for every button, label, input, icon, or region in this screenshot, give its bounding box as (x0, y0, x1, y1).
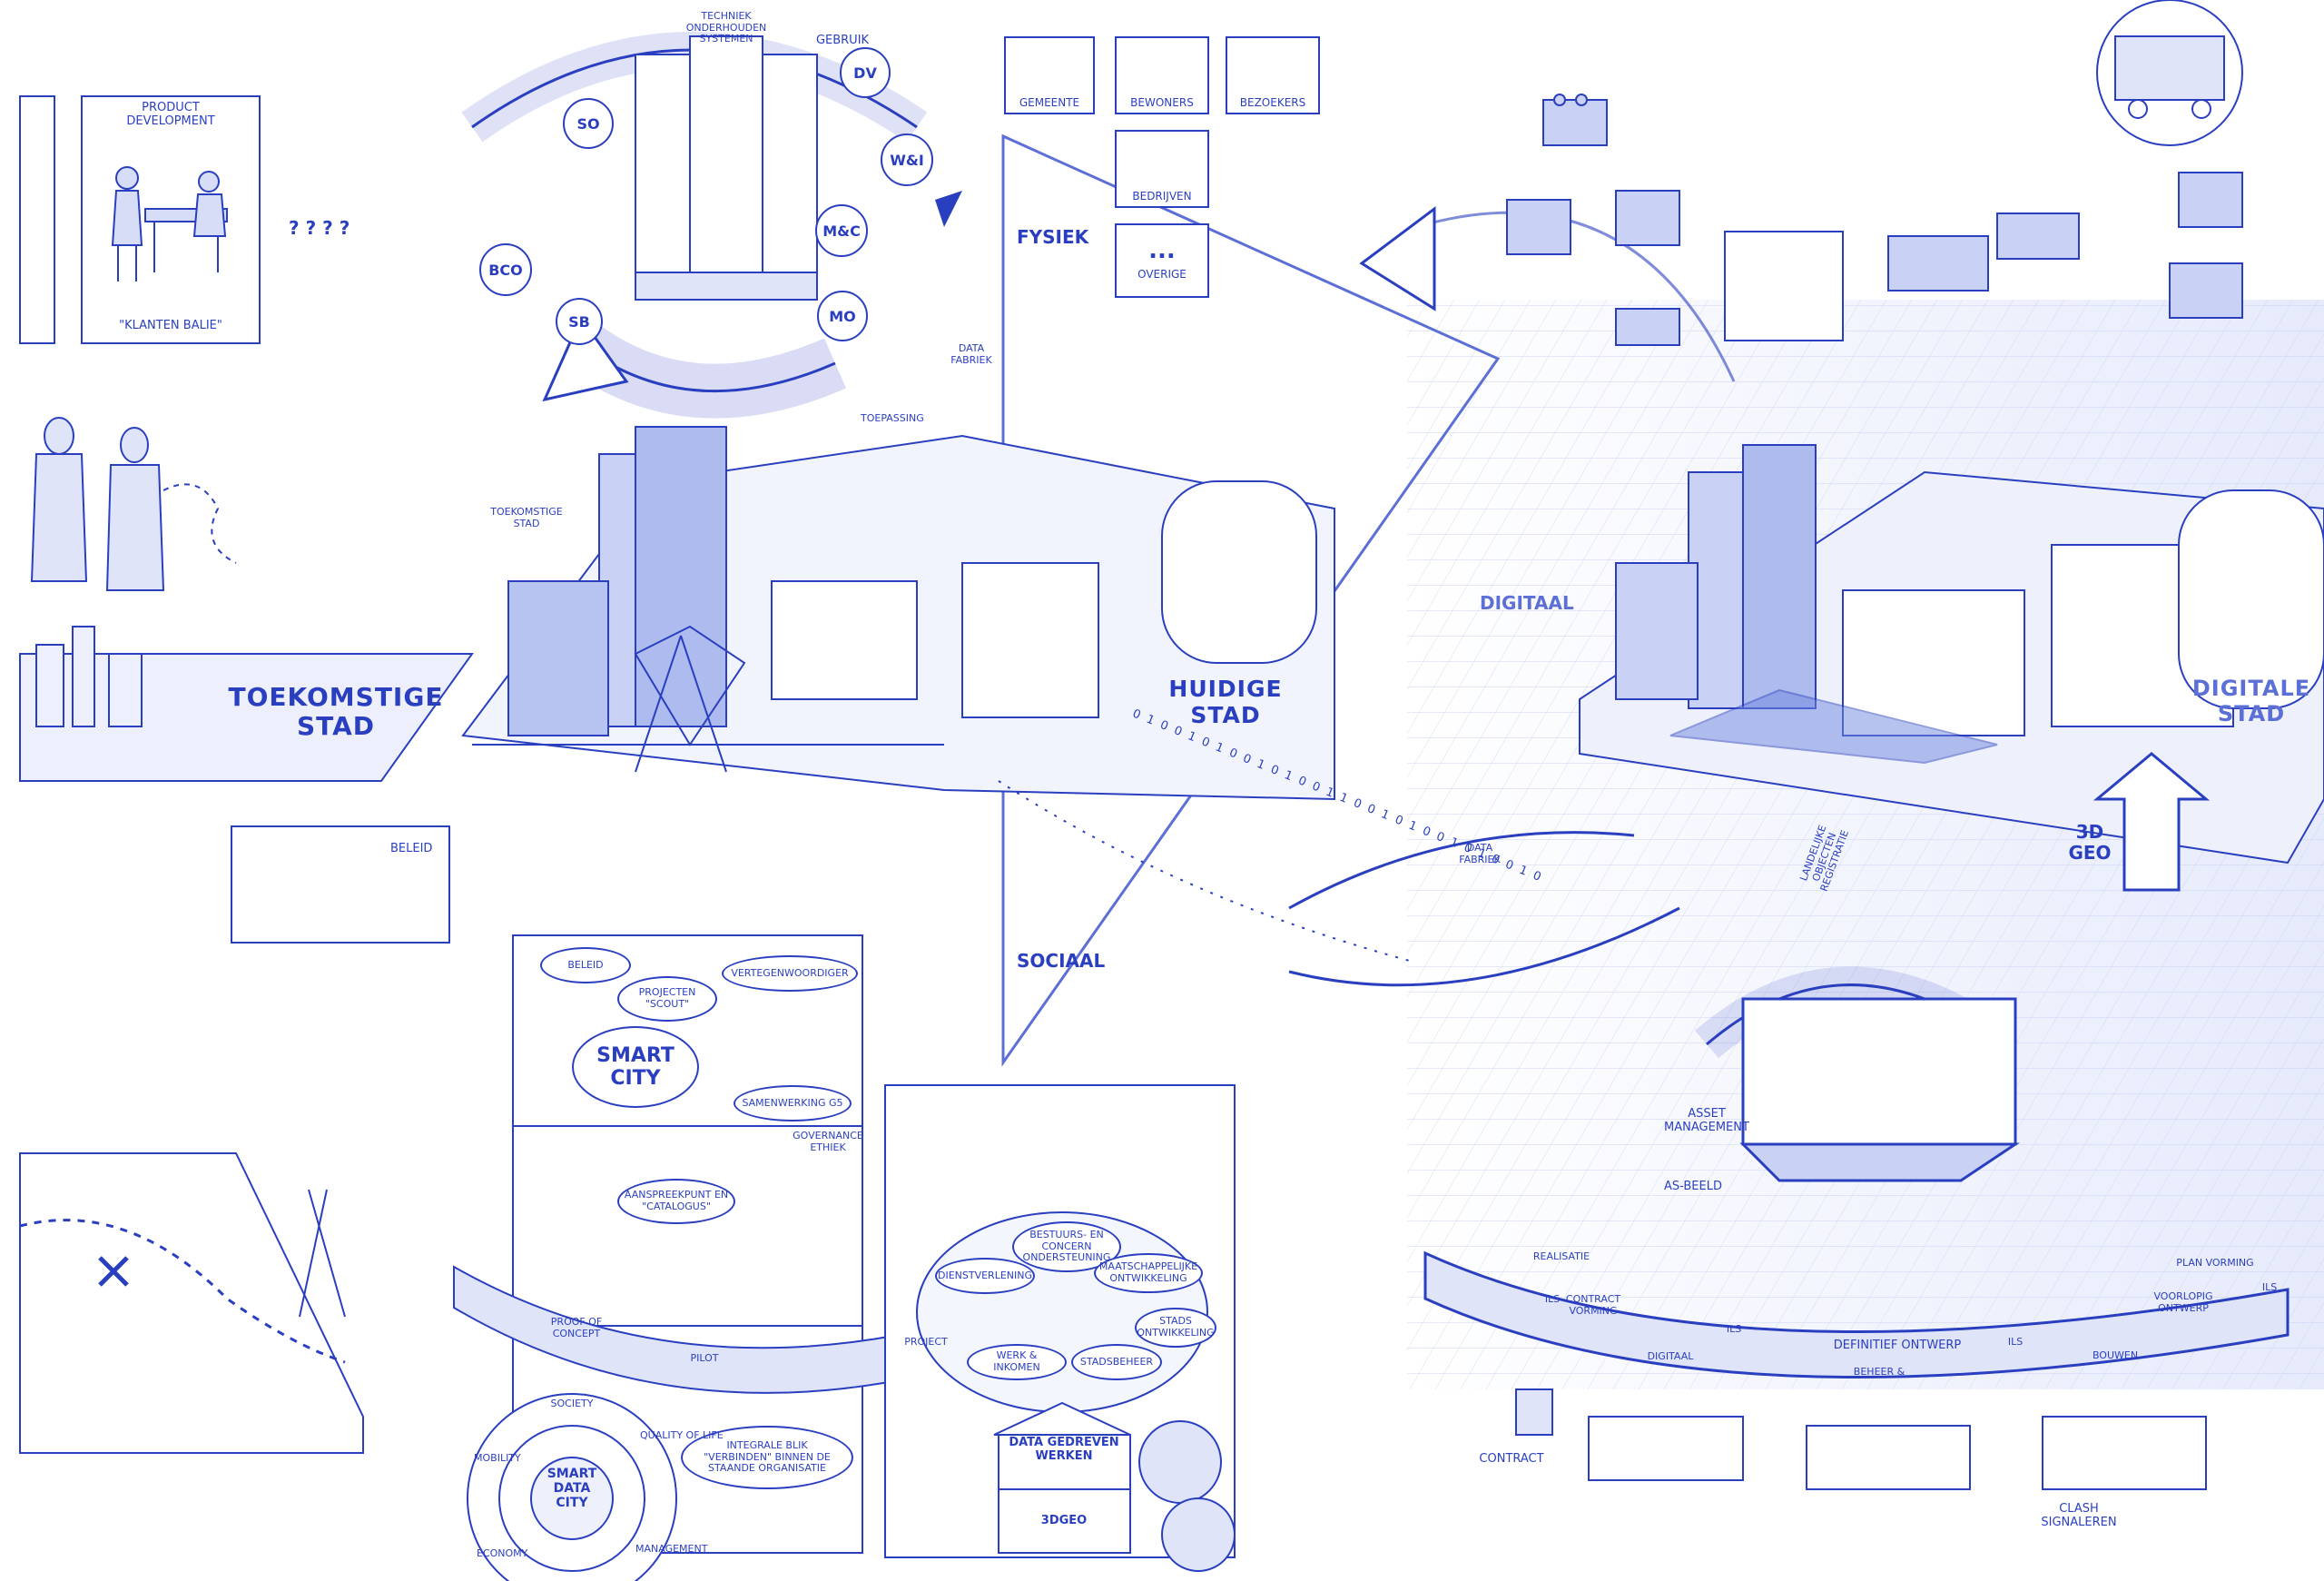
node-bco: BCO (479, 243, 532, 296)
left-edge-frame (19, 95, 450, 944)
left-couple-figures (30, 417, 237, 591)
ils-label-4: ILS (2261, 1281, 2278, 1293)
bouwen-label: BOUWEN (2092, 1349, 2139, 1361)
ils-label-1: ILS (1544, 1293, 1561, 1305)
future-city-platform (461, 426, 1335, 801)
governance-ethiek-label: GOVERNANCE ETHIEK (793, 1130, 863, 1153)
stakeholder-overige: ... OVERIGE (1115, 223, 1209, 298)
node-vertegenwoordiger: VERTEGENWOORDIGER (722, 955, 858, 992)
node-mo: MO (817, 291, 868, 341)
digitale-stad-label: DIGITALE STAD (2191, 676, 2311, 726)
product-development-title: PRODUCT DEVELOPMENT (126, 101, 215, 128)
sociaal-label: SOCIAAL (1017, 950, 1106, 972)
digitaal-label: DIGITAAL (1480, 592, 1574, 614)
wheel-quality-of-life: QUALITY OF LIFE (640, 1429, 724, 1441)
node-aanspreekpunt: AANSPREEKPUNT EN "CATALOGUS" (617, 1179, 735, 1224)
stakeholder-gemeente: GEMEENTE (1004, 36, 1095, 114)
org-stadsbeheer: STADSBEHEER (1071, 1344, 1162, 1380)
node-beleid: BELEID (540, 947, 631, 983)
node-wi: W&I (881, 133, 933, 186)
stakeholder-bezoekers: BEZOEKERS (1226, 36, 1320, 114)
stakeholder-bewoners: BEWONERS (1115, 36, 1209, 114)
org-maatschappelijk: MAATSCHAPPELIJKE ONTWIKKELING (1094, 1253, 1203, 1293)
realisatie-label: REALISATIE (1532, 1250, 1590, 1262)
techniek-title: TECHNIEK ONDERHOUDEN SYSTEMEN (685, 10, 767, 45)
ils-label-3: ILS (2007, 1336, 2024, 1348)
fysiek-label: FYSIEK (1017, 226, 1089, 248)
ellipsis-icon: ... (1148, 237, 1176, 264)
klanten-balie-caption: "KLANTEN BALIE" (119, 319, 222, 332)
beleid-panel-label: BELEID (390, 842, 433, 855)
digitaal-cycle-label: DIGITAAL (1647, 1350, 1694, 1362)
stakeholder-label: GEMEENTE (1019, 96, 1080, 109)
wheel-economy: ECONOMY (477, 1547, 528, 1559)
node-samenwerking-g5: SAMENWERKING G5 (734, 1085, 852, 1122)
wheel-society: SOCIETY (550, 1398, 594, 1409)
data-fabriek-label-bottom: DATA FABRIEK (1459, 842, 1501, 865)
as-beeld-label: AS-BEELD (1664, 1180, 1722, 1193)
data-gedreven-building (993, 1401, 1131, 1554)
fire-truck-illustration (2096, 0, 2243, 146)
beheer-label: BEHEER & (1853, 1366, 1905, 1378)
lego-blocks (1506, 94, 2243, 346)
org-dienstverlening: DIENSTVERLENING (935, 1258, 1035, 1294)
node-dv: DV (840, 47, 891, 98)
path-proof-of-concept: PROOF OF CONCEPT (550, 1316, 603, 1339)
toekomstige-stad-small-label: TOEKOMSTIGE STAD (490, 506, 563, 529)
central-tower (635, 35, 818, 301)
future-city-left-skyline (19, 626, 474, 782)
wheel-management: MANAGEMENT (635, 1543, 708, 1555)
huidige-stad-label: HUIDIGE STAD (1168, 676, 1283, 728)
definitief-ontwerp-label: DEFINITIEF ONTWERP (1833, 1339, 1962, 1352)
clash-signaleren-label: CLASH SIGNALEREN (2041, 1502, 2117, 1529)
contract-label: CONTRACT (1479, 1452, 1544, 1466)
stakeholder-label: BEDRIJVEN (1132, 190, 1192, 203)
path-pilot: PILOT (690, 1352, 719, 1364)
asset-management-label: ASSET MANAGEMENT (1664, 1107, 1749, 1134)
stakeholder-label: BEZOEKERS (1239, 96, 1306, 109)
bim-models (1515, 1388, 2207, 1490)
node-mc: M&C (815, 204, 868, 257)
contract-vorming-label: CONTRACT VORMING (1565, 1293, 1621, 1317)
city-map (19, 1152, 364, 1454)
node-so: SO (563, 98, 614, 149)
node-projecten-scout: PROJECTEN "SCOUT" (617, 976, 717, 1022)
stakeholder-label: BEWONERS (1130, 96, 1194, 109)
smart-city-center: SMART CITY (572, 1026, 699, 1108)
smart-data-city-center: SMART DATA CITY (547, 1467, 597, 1511)
bridge-future-city (472, 635, 944, 773)
product-panel-figures (111, 166, 228, 282)
smart-data-wheel (467, 1393, 677, 1581)
toepassing-label: TOEPASSING (861, 412, 924, 424)
3d-geo-label: 3D GEO (2068, 821, 2112, 864)
data-gedreven-item: 3DGEO (1040, 1514, 1088, 1527)
ils-label-2: ILS (1726, 1323, 1742, 1335)
stakeholder-bedrijven: BEDRIJVEN (1115, 130, 1209, 208)
question-marks: ? ? ? ? (289, 217, 350, 239)
wheel-mobility: MOBILITY (474, 1452, 521, 1464)
stakeholder-label: OVERIGE (1137, 268, 1187, 281)
node-sb: SB (556, 298, 603, 345)
org-stadsontwikkeling: STADS ONTWIKKELING (1135, 1308, 1216, 1348)
digitaal-arrows (1288, 206, 1736, 987)
org-werk-inkomen: WERK & INKOMEN (967, 1344, 1067, 1380)
voorlopig-ontwerp-label: VOORLOPIG ONTWERP (2153, 1290, 2213, 1314)
integrale-blik: INTEGRALE BLIK "VERBINDEN" BINNEN DE STA… (681, 1426, 853, 1489)
gebruik-label: GEBRUIK (815, 34, 870, 47)
path-project: PROJECT (904, 1336, 948, 1348)
data-fabriek-label-top: DATA FABRIEK (950, 342, 992, 366)
bim-cycle (1423, 752, 2290, 1378)
data-gedreven-title: DATA GEDREVEN WERKEN (1009, 1436, 1119, 1463)
plan-vorming-label: PLAN VORMING (2176, 1257, 2254, 1269)
toekomstige-stad-label: TOEKOMSTIGE STAD (228, 682, 444, 742)
